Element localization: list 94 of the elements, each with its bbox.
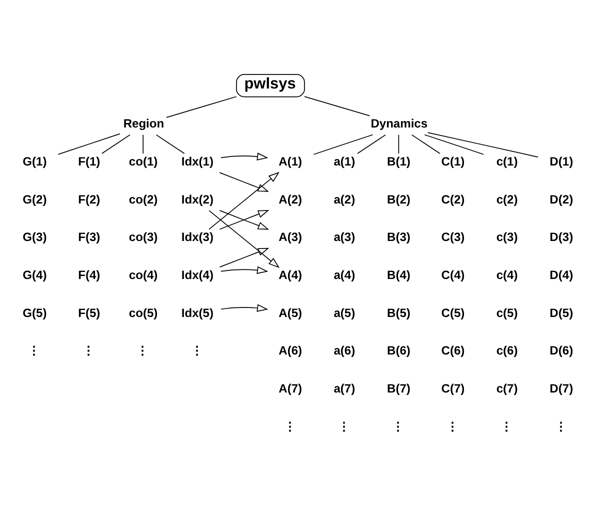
label: D(7) (550, 381, 574, 396)
node-text: B(1) (387, 154, 410, 168)
node-text: Idx(2) (181, 192, 214, 206)
node-text: F(1) (78, 154, 100, 168)
label: c(7) (496, 381, 518, 396)
arrow (220, 304, 268, 312)
arrow (208, 210, 280, 268)
label: C(6) (441, 343, 465, 358)
label: D(2) (550, 192, 574, 206)
label: C(4) (441, 267, 465, 282)
arrow (219, 247, 270, 268)
label: B(6) (387, 343, 410, 358)
node-text: C(1) (441, 154, 465, 168)
label: F(2) (78, 192, 100, 206)
label: G(2) (22, 192, 47, 206)
connector (156, 134, 185, 154)
connector (142, 134, 144, 154)
label: D(3) (550, 230, 574, 244)
label: c(6) (496, 343, 518, 358)
label: c(5) (496, 305, 518, 320)
connector (313, 134, 374, 154)
label: D(4) (550, 267, 574, 282)
connector (101, 134, 130, 154)
node-text: Idx(4) (181, 267, 214, 282)
label: a(4) (334, 267, 356, 282)
label: C(3) (441, 230, 465, 244)
arrow (208, 171, 280, 230)
connector (427, 132, 538, 157)
label: B(5) (387, 305, 410, 320)
label: D(5) (550, 305, 574, 320)
connector (411, 134, 440, 154)
node-text: Dynamics (370, 116, 428, 130)
node-text: Idx(1) (181, 154, 214, 168)
label: a(5) (334, 305, 356, 320)
label: ⋮ (284, 418, 296, 433)
label: ⋮ (500, 418, 513, 433)
connector (357, 134, 386, 154)
node-text: A(2) (278, 192, 302, 206)
arrow (220, 152, 268, 160)
label: ⋮ (554, 418, 567, 433)
label: co(2) (128, 192, 158, 206)
label: F(4) (78, 267, 100, 282)
label: A(7) (278, 381, 302, 396)
label: c(4) (496, 267, 518, 282)
label: G(5) (22, 305, 47, 320)
node-text: A(5) (278, 305, 302, 320)
label: a(2) (334, 192, 356, 206)
label: B(3) (387, 230, 410, 244)
label: G(4) (22, 267, 47, 282)
node-text: G(1) (22, 154, 47, 168)
connector (398, 134, 400, 154)
label: F(5) (78, 305, 100, 320)
label: ⋮ (82, 343, 94, 358)
label: C(7) (441, 381, 465, 396)
label: G(3) (22, 230, 47, 244)
node-text: A(1) (278, 154, 302, 168)
connector (424, 134, 484, 154)
node-box: pwlsys (236, 74, 305, 97)
label: ⋮ (136, 343, 149, 358)
label: ⋮ (338, 418, 350, 433)
node-text: A(4) (278, 267, 302, 282)
node-text: a(1) (334, 154, 356, 168)
node-text: co(1) (128, 154, 158, 168)
label: B(2) (387, 192, 410, 206)
label: co(4) (128, 267, 158, 282)
arrow (219, 172, 270, 192)
node-text: Idx(5) (181, 305, 214, 320)
label: a(3) (334, 230, 356, 244)
label: D(6) (550, 343, 574, 358)
label: ⋮ (446, 418, 458, 433)
node-text: Region (123, 116, 164, 130)
connector (166, 96, 237, 118)
label: co(5) (128, 305, 158, 320)
label: a(7) (334, 381, 356, 396)
node-text: D(1) (550, 154, 574, 168)
label: c(3) (496, 230, 518, 244)
label: F(3) (78, 230, 100, 244)
label: c(2) (496, 192, 518, 206)
label: co(3) (128, 230, 158, 244)
label: A(6) (278, 343, 302, 358)
arrow (220, 266, 268, 274)
label: B(7) (387, 381, 410, 396)
connector (58, 132, 120, 154)
node-text: Idx(3) (181, 230, 214, 244)
connector (304, 96, 370, 116)
label: ⋮ (28, 343, 40, 358)
label: B(4) (387, 267, 410, 282)
label: a(6) (334, 343, 356, 358)
label: C(5) (441, 305, 465, 320)
label: ⋮ (190, 343, 203, 358)
node-text: A(3) (278, 230, 302, 244)
node-text: c(1) (496, 154, 518, 168)
label: ⋮ (392, 418, 404, 433)
label: C(2) (441, 192, 465, 206)
